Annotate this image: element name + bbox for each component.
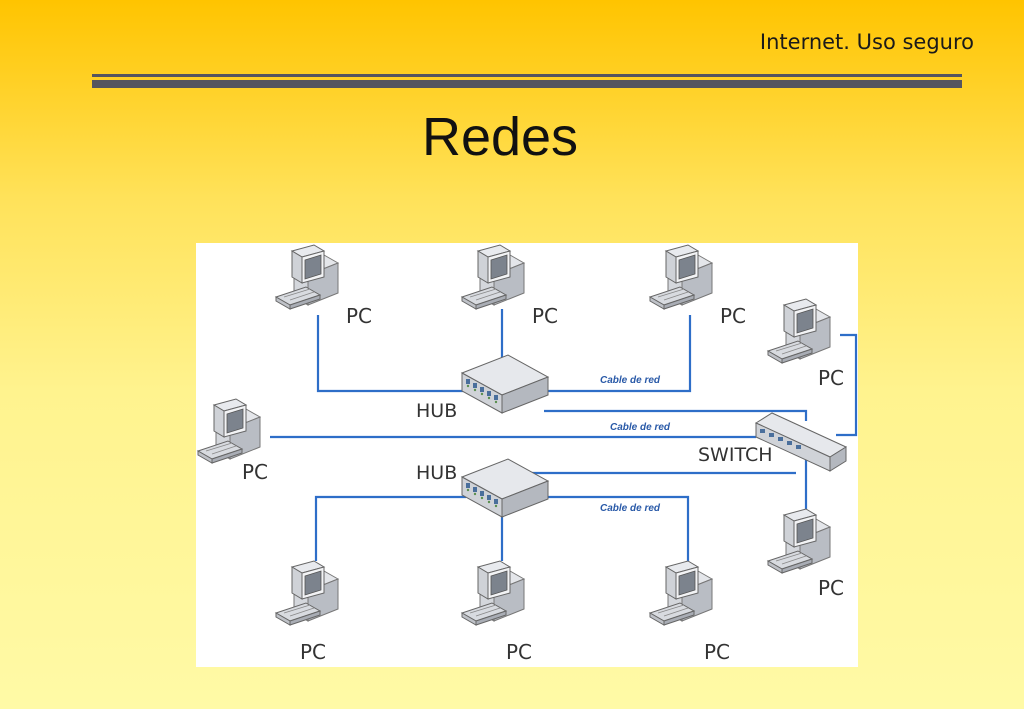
switch-label: SWITCH: [698, 444, 773, 466]
header-divider-thick: [92, 80, 962, 88]
pc-right-upper: [767, 298, 831, 364]
pc-top-right: [649, 244, 713, 310]
pc-label-bottom-left: PC: [300, 640, 326, 664]
hub-label-bottom: HUB: [416, 462, 457, 484]
pc-label-right-upper: PC: [818, 366, 844, 390]
cable-label-top: Cable de red: [600, 375, 661, 386]
pc-label-top-right: PC: [720, 304, 746, 328]
network-cables: [270, 309, 858, 561]
pc-label-bottom-right: PC: [704, 640, 730, 664]
pc-right-lower: [767, 508, 831, 574]
pc-label-top-center: PC: [532, 304, 558, 328]
cable-label-bottom: Cable de red: [600, 503, 661, 514]
hub-label-top: HUB: [416, 400, 457, 422]
cable-switch-pc4: [836, 333, 858, 437]
cable-hub1-switch: [544, 409, 808, 421]
header-divider-thin: [92, 74, 962, 77]
pc-bottom-center: [461, 560, 525, 626]
pc-bottom-left: [275, 560, 339, 626]
cable-hub1-pc3: [544, 315, 692, 393]
cable-hub1-pc1: [316, 315, 464, 393]
pc-left: [197, 398, 261, 464]
pc-label-bottom-center: PC: [506, 640, 532, 664]
pc-bottom-right: [649, 560, 713, 626]
hub-bottom: [461, 458, 549, 518]
pc-label-right-lower: PC: [818, 576, 844, 600]
pc-top-center: [461, 244, 525, 310]
pc-top-left: [275, 244, 339, 310]
pc-label-top-left: PC: [346, 304, 372, 328]
network-diagram-svg: Cable de red Cable de red Cable de red P…: [197, 244, 858, 664]
cable-hub2-pc7: [314, 495, 466, 561]
hub-top: [461, 354, 549, 414]
presentation-subtitle: Internet. Uso seguro: [759, 30, 974, 54]
slide-title: Redes: [421, 107, 579, 167]
network-diagram: Cable de red Cable de red Cable de red P…: [196, 243, 858, 667]
pc-label-left: PC: [242, 460, 268, 484]
cable-label-middle: Cable de red: [610, 422, 671, 433]
cable-hub2-pc9: [544, 495, 690, 561]
